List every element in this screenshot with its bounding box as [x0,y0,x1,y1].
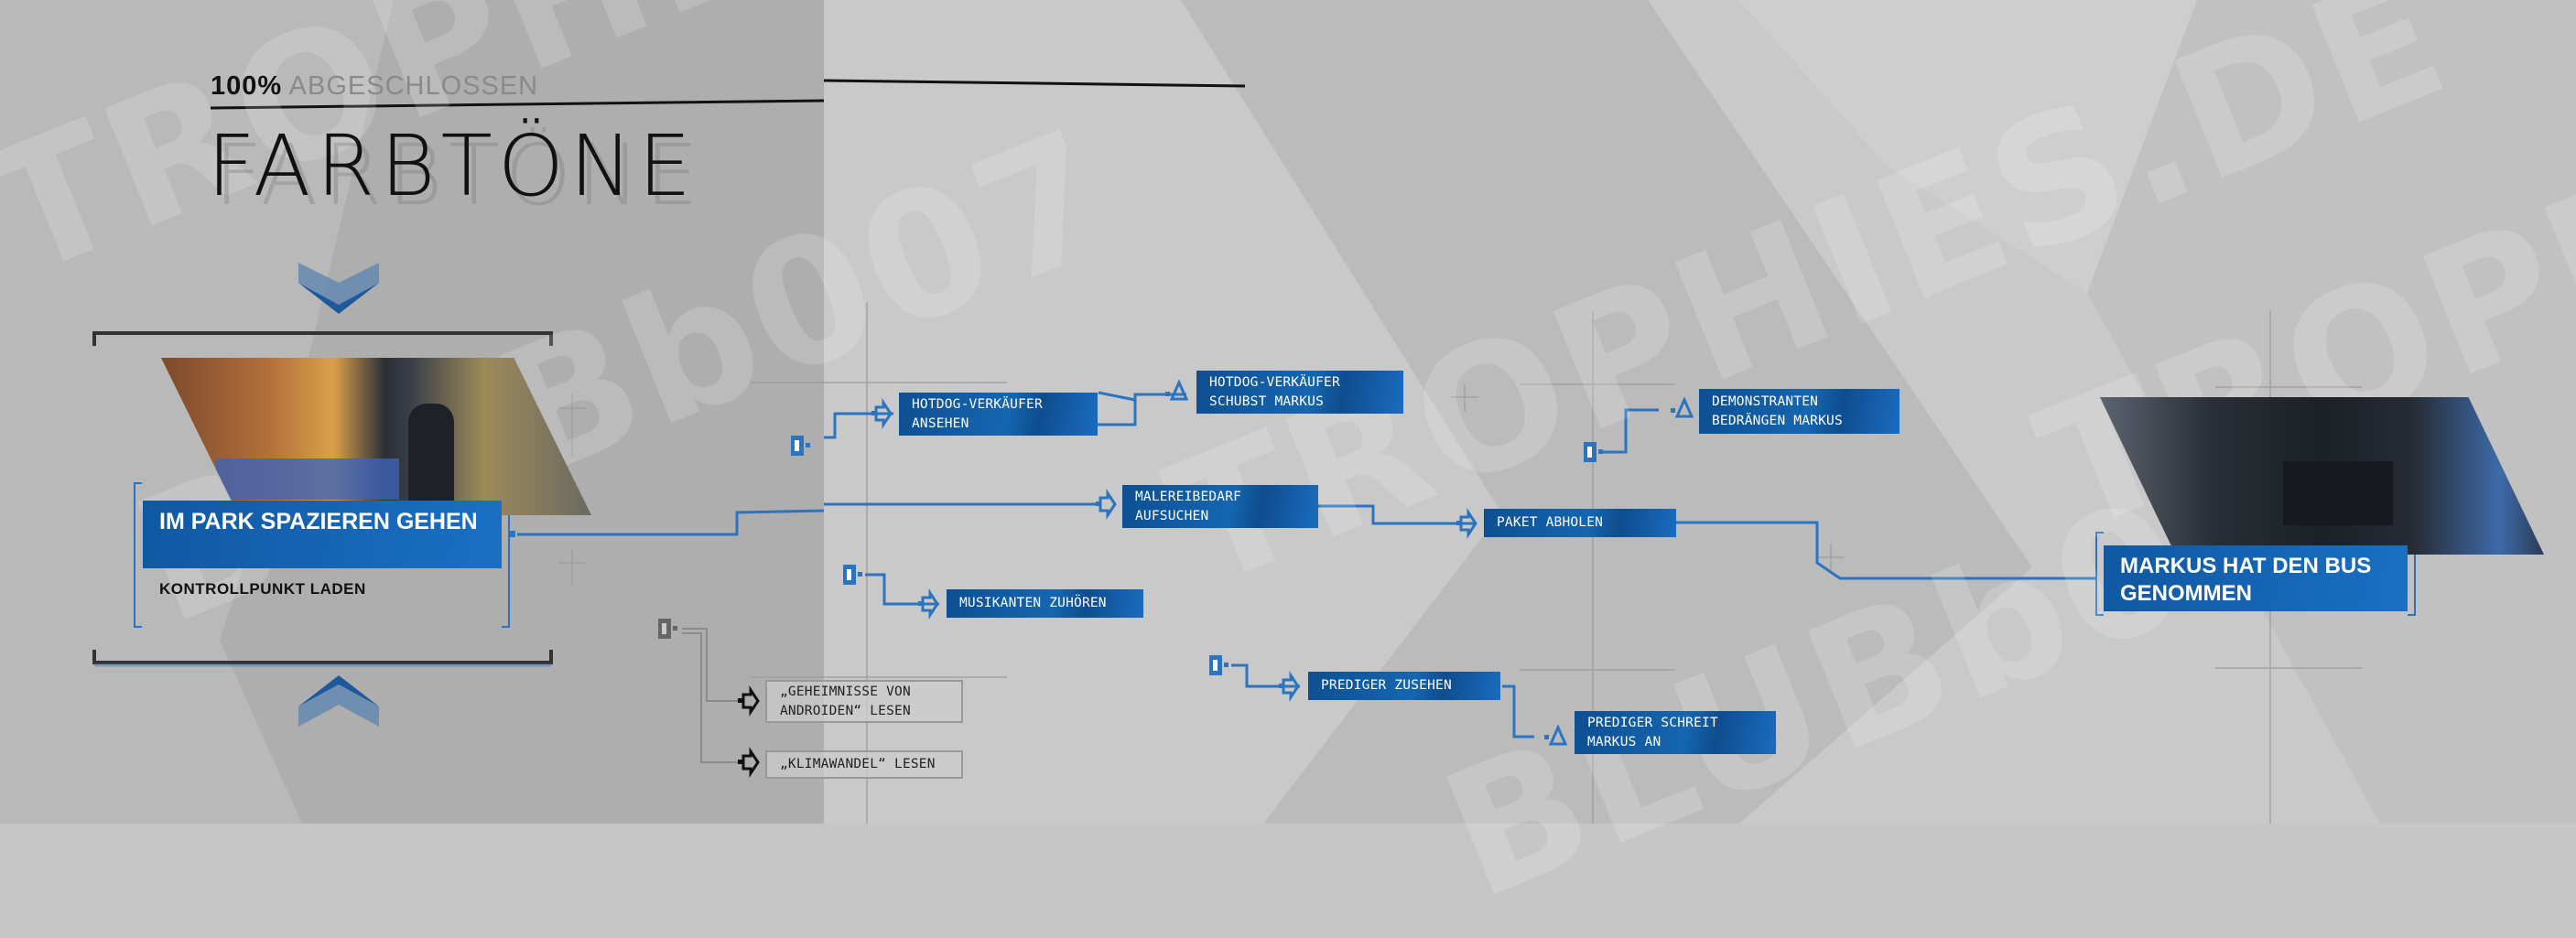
node-malereibedarf[interactable]: MALEREIBEDARF AUFSUCHEN [1122,485,1318,528]
node-prediger-zusehen[interactable]: PREDIGER ZUSEHEN [1308,672,1500,700]
start-card-title[interactable]: IM PARK SPAZIEREN GEHEN [143,501,502,568]
end-card-title[interactable]: MARKUS HAT DEN BUS GENOMMEN [2104,545,2408,611]
chapter-title: FARBTÖNE [207,117,698,215]
connector-dot [509,531,515,537]
end-scene-thumbnail[interactable] [2100,397,2544,555]
completion-status: 100% ABGESCHLOSSEN [211,71,538,102]
node-hotdog-ansehen[interactable]: HOTDOG-VERKÄUFER ANSEHEN [899,393,1098,436]
node-paket-abholen[interactable]: PAKET ABHOLEN [1484,509,1676,537]
progress-label: ABGESCHLOSSEN [288,71,539,101]
progress-percent: 100% [211,71,283,101]
node-prediger-schreit[interactable]: PREDIGER SCHREIT MARKUS AN [1575,711,1776,754]
chevron-up-nav-icon[interactable] [298,263,379,314]
node-musikanten[interactable]: MUSIKANTEN ZUHÖREN [947,589,1143,618]
node-demonstranten[interactable]: DEMONSTRANTEN BEDRÄNGEN MARKUS [1699,389,1900,434]
start-scene-thumbnail[interactable] [161,358,591,515]
load-checkpoint-button[interactable]: KONTROLLPUNKT LADEN [159,580,366,598]
node-hotdog-schubst[interactable]: HOTDOG-VERKÄUFER SCHUBST MARKUS [1196,371,1403,414]
node-geheimnisse-locked[interactable]: „GEHEIMNISSE VON ANDROIDEN“ LESEN [765,680,963,723]
chevron-down-nav-icon[interactable] [298,675,379,727]
node-klimawandel-locked[interactable]: „KLIMAWANDEL“ LESEN [765,750,963,779]
